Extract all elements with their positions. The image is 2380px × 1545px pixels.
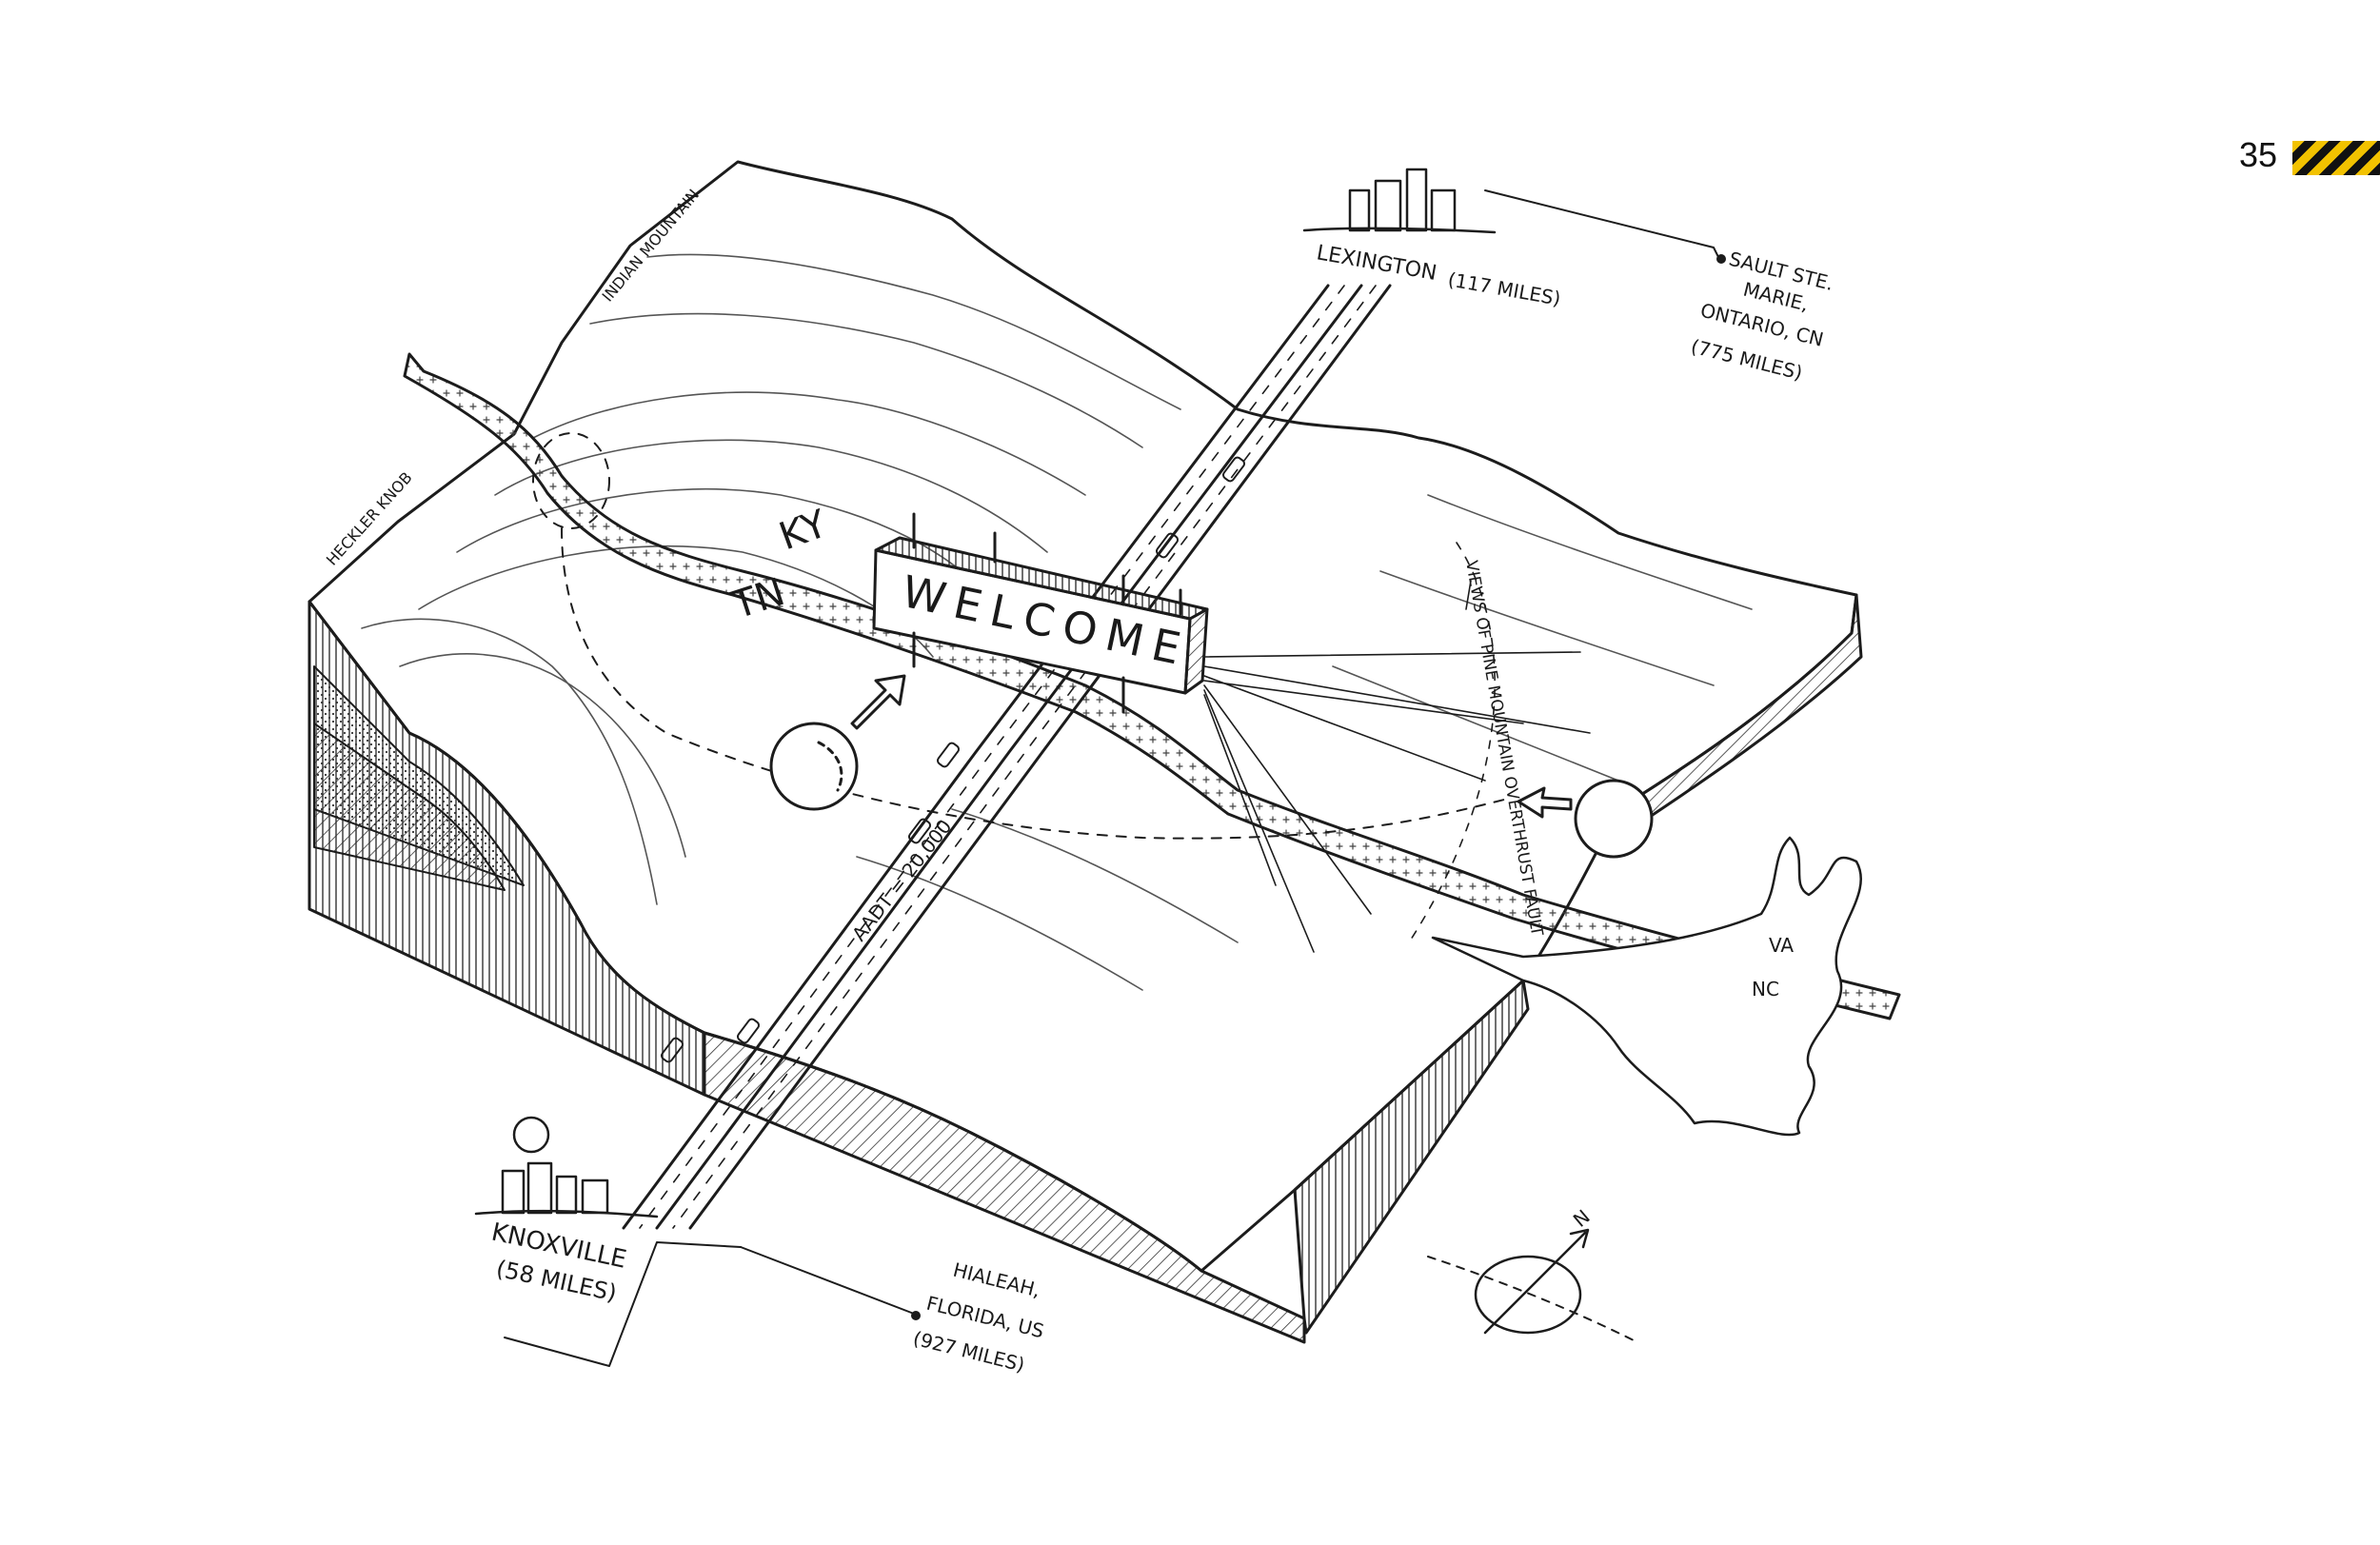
sunsphere-icon	[512, 1116, 550, 1154]
highway-median-2	[672, 285, 1377, 1229]
state-label-ky: KY	[774, 502, 834, 559]
cars	[660, 456, 1246, 1063]
compass	[1427, 1228, 1638, 1343]
dashed-circle	[532, 432, 610, 529]
strata-band-hatch	[313, 723, 506, 891]
welcome-sign	[872, 512, 1209, 714]
highway-median	[639, 285, 1345, 1229]
globe-markers	[769, 674, 1654, 859]
compass-label: N	[1569, 1205, 1595, 1232]
cliff-face-right	[1293, 979, 1530, 1335]
hazard-stripe-icon	[2292, 141, 2380, 175]
indian-mountain-label: INDIAN MOUNTAIN	[599, 186, 704, 306]
car	[1221, 456, 1246, 483]
interstate-highway	[622, 284, 1392, 1230]
leader-lines	[504, 189, 1726, 1367]
view-arc	[1408, 542, 1496, 943]
car	[907, 818, 932, 844]
arrow-icon	[850, 674, 906, 730]
car	[936, 742, 961, 768]
lexington-skyline	[1302, 168, 1497, 234]
compass-circle	[1474, 1255, 1582, 1335]
state-border-road	[403, 352, 1901, 1020]
car	[736, 1018, 761, 1044]
traffic-label: AADT = 20,000	[847, 815, 956, 945]
cliff-face-front	[703, 1031, 1306, 1344]
car	[1155, 532, 1180, 559]
lexington-name: LEXINGTON	[1315, 241, 1438, 286]
strata-band-dots	[313, 665, 525, 886]
terrain-block	[307, 160, 1863, 1344]
hialeah-line1: HIALEAH,	[951, 1258, 1043, 1302]
highway-lane-east	[688, 284, 1392, 1230]
globe-marker-west	[769, 722, 859, 811]
page-number: 35	[2239, 135, 2278, 174]
state-label-va: VA	[1769, 934, 1794, 957]
lexington-distance: (117 MILES)	[1446, 267, 1562, 309]
car	[660, 1037, 684, 1063]
highway-lane-west	[622, 284, 1330, 1230]
view-sight-lines	[1203, 542, 1591, 953]
virginia-outline	[1431, 836, 1862, 1137]
cliff-face-left	[307, 600, 706, 1097]
dashed-routes	[532, 432, 1505, 840]
highway-lane-mid	[655, 284, 1363, 1230]
state-border-strip	[403, 352, 1901, 1020]
arrow-icon	[1517, 786, 1573, 819]
globe-marker-east	[1574, 779, 1654, 859]
state-label-nc: NC	[1752, 978, 1779, 1000]
north-arrow-icon	[1483, 1228, 1590, 1335]
cliff-face-east	[1616, 593, 1863, 840]
knoxville-skyline	[474, 1116, 659, 1218]
